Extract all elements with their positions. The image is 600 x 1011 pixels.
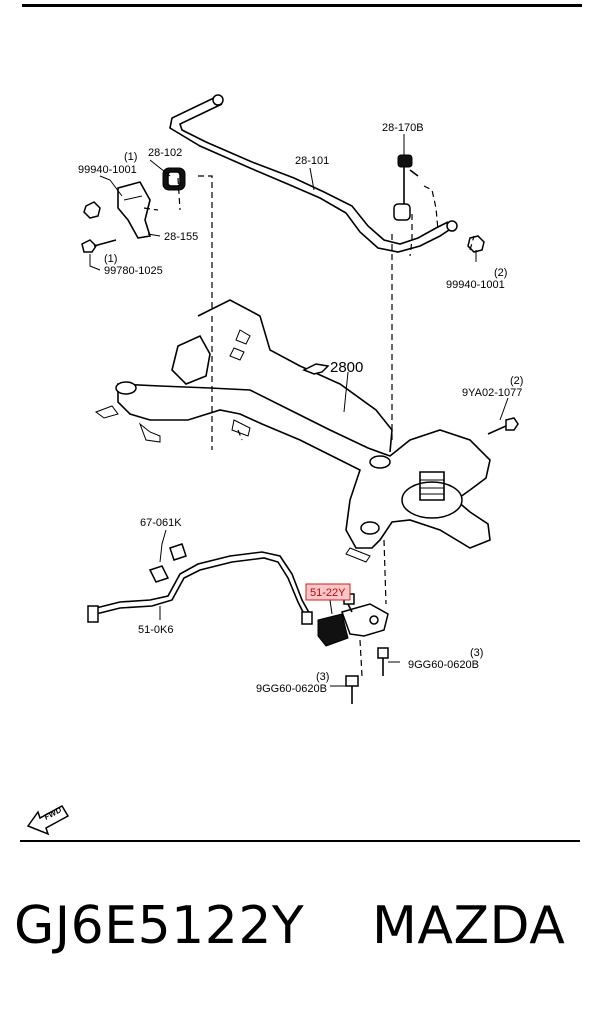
part-label-28-101: 28-101 [295, 155, 329, 167]
top-border [22, 4, 582, 7]
part-label-28-170b: 28-170B [382, 122, 424, 134]
part-label-2800: 2800 [330, 359, 363, 376]
part-label-51-22y[interactable]: 51-22Y [310, 587, 346, 599]
clip-icon-a [148, 565, 170, 583]
part-label-9gg60-0620b-a: 9GG60-0620B [408, 659, 479, 671]
brand-name: MAZDA [372, 896, 566, 956]
harness-icon [87, 543, 313, 625]
qty-label: (3) [470, 647, 483, 659]
qty-label: (2) [510, 375, 523, 387]
bottom-divider [20, 840, 580, 842]
qty-label: (1) [124, 151, 137, 163]
parts-diagram: (1) 99940-1001 28-102 28-101 28-170B 28-… [26, 94, 523, 836]
callout-lines [89, 134, 509, 687]
part-label-99940-1001-b: 99940-1001 [446, 279, 505, 291]
part-label-51-0k6: 51-0K6 [138, 624, 173, 636]
bolt-icon-left [81, 239, 117, 253]
nut-icon-right [467, 235, 485, 253]
bar-end-right [446, 220, 458, 232]
part-number: GJ6E5122Y [14, 896, 305, 956]
crossmember-icon [94, 299, 491, 563]
part-label-9ya02-1077: 9YA02-1077 [462, 387, 522, 399]
qty-label: (3) [316, 671, 329, 683]
part-label-67-061k: 67-061K [140, 517, 182, 529]
part-label-99940-1001-a: 99940-1001 [78, 164, 137, 176]
spring-seat-icon [401, 471, 463, 519]
bolt-icon-9ya02 [487, 417, 519, 435]
part-label-9gg60-0620b-b: 9GG60-0620B [256, 683, 327, 695]
bushing-icon [162, 167, 186, 191]
stabilizer-link-icon [393, 154, 419, 221]
bolt-icon-9gg60-b [345, 675, 359, 704]
highlight-box [305, 583, 351, 601]
fwd-arrow-icon: FWD [26, 804, 70, 836]
leader-lines [143, 175, 475, 677]
reference-arrow-icon [302, 363, 330, 375]
footer: GJ6E5122Y MAZDA [14, 896, 590, 966]
bolt-icon-9gg60-a [377, 647, 389, 676]
part-label-28-102: 28-102 [148, 147, 182, 159]
height-sensor-icon [317, 593, 389, 647]
qty-label: (2) [494, 267, 507, 279]
bracket-icon [117, 181, 152, 239]
nut-icon-left [83, 201, 101, 219]
part-label-28-155: 28-155 [164, 231, 198, 243]
stabilizer-bar [169, 94, 458, 253]
clip-icon-b [169, 543, 187, 561]
part-label-99780-1025: 99780-1025 [104, 265, 163, 277]
bar-end-left [212, 94, 224, 106]
qty-label: (1) [104, 253, 117, 265]
